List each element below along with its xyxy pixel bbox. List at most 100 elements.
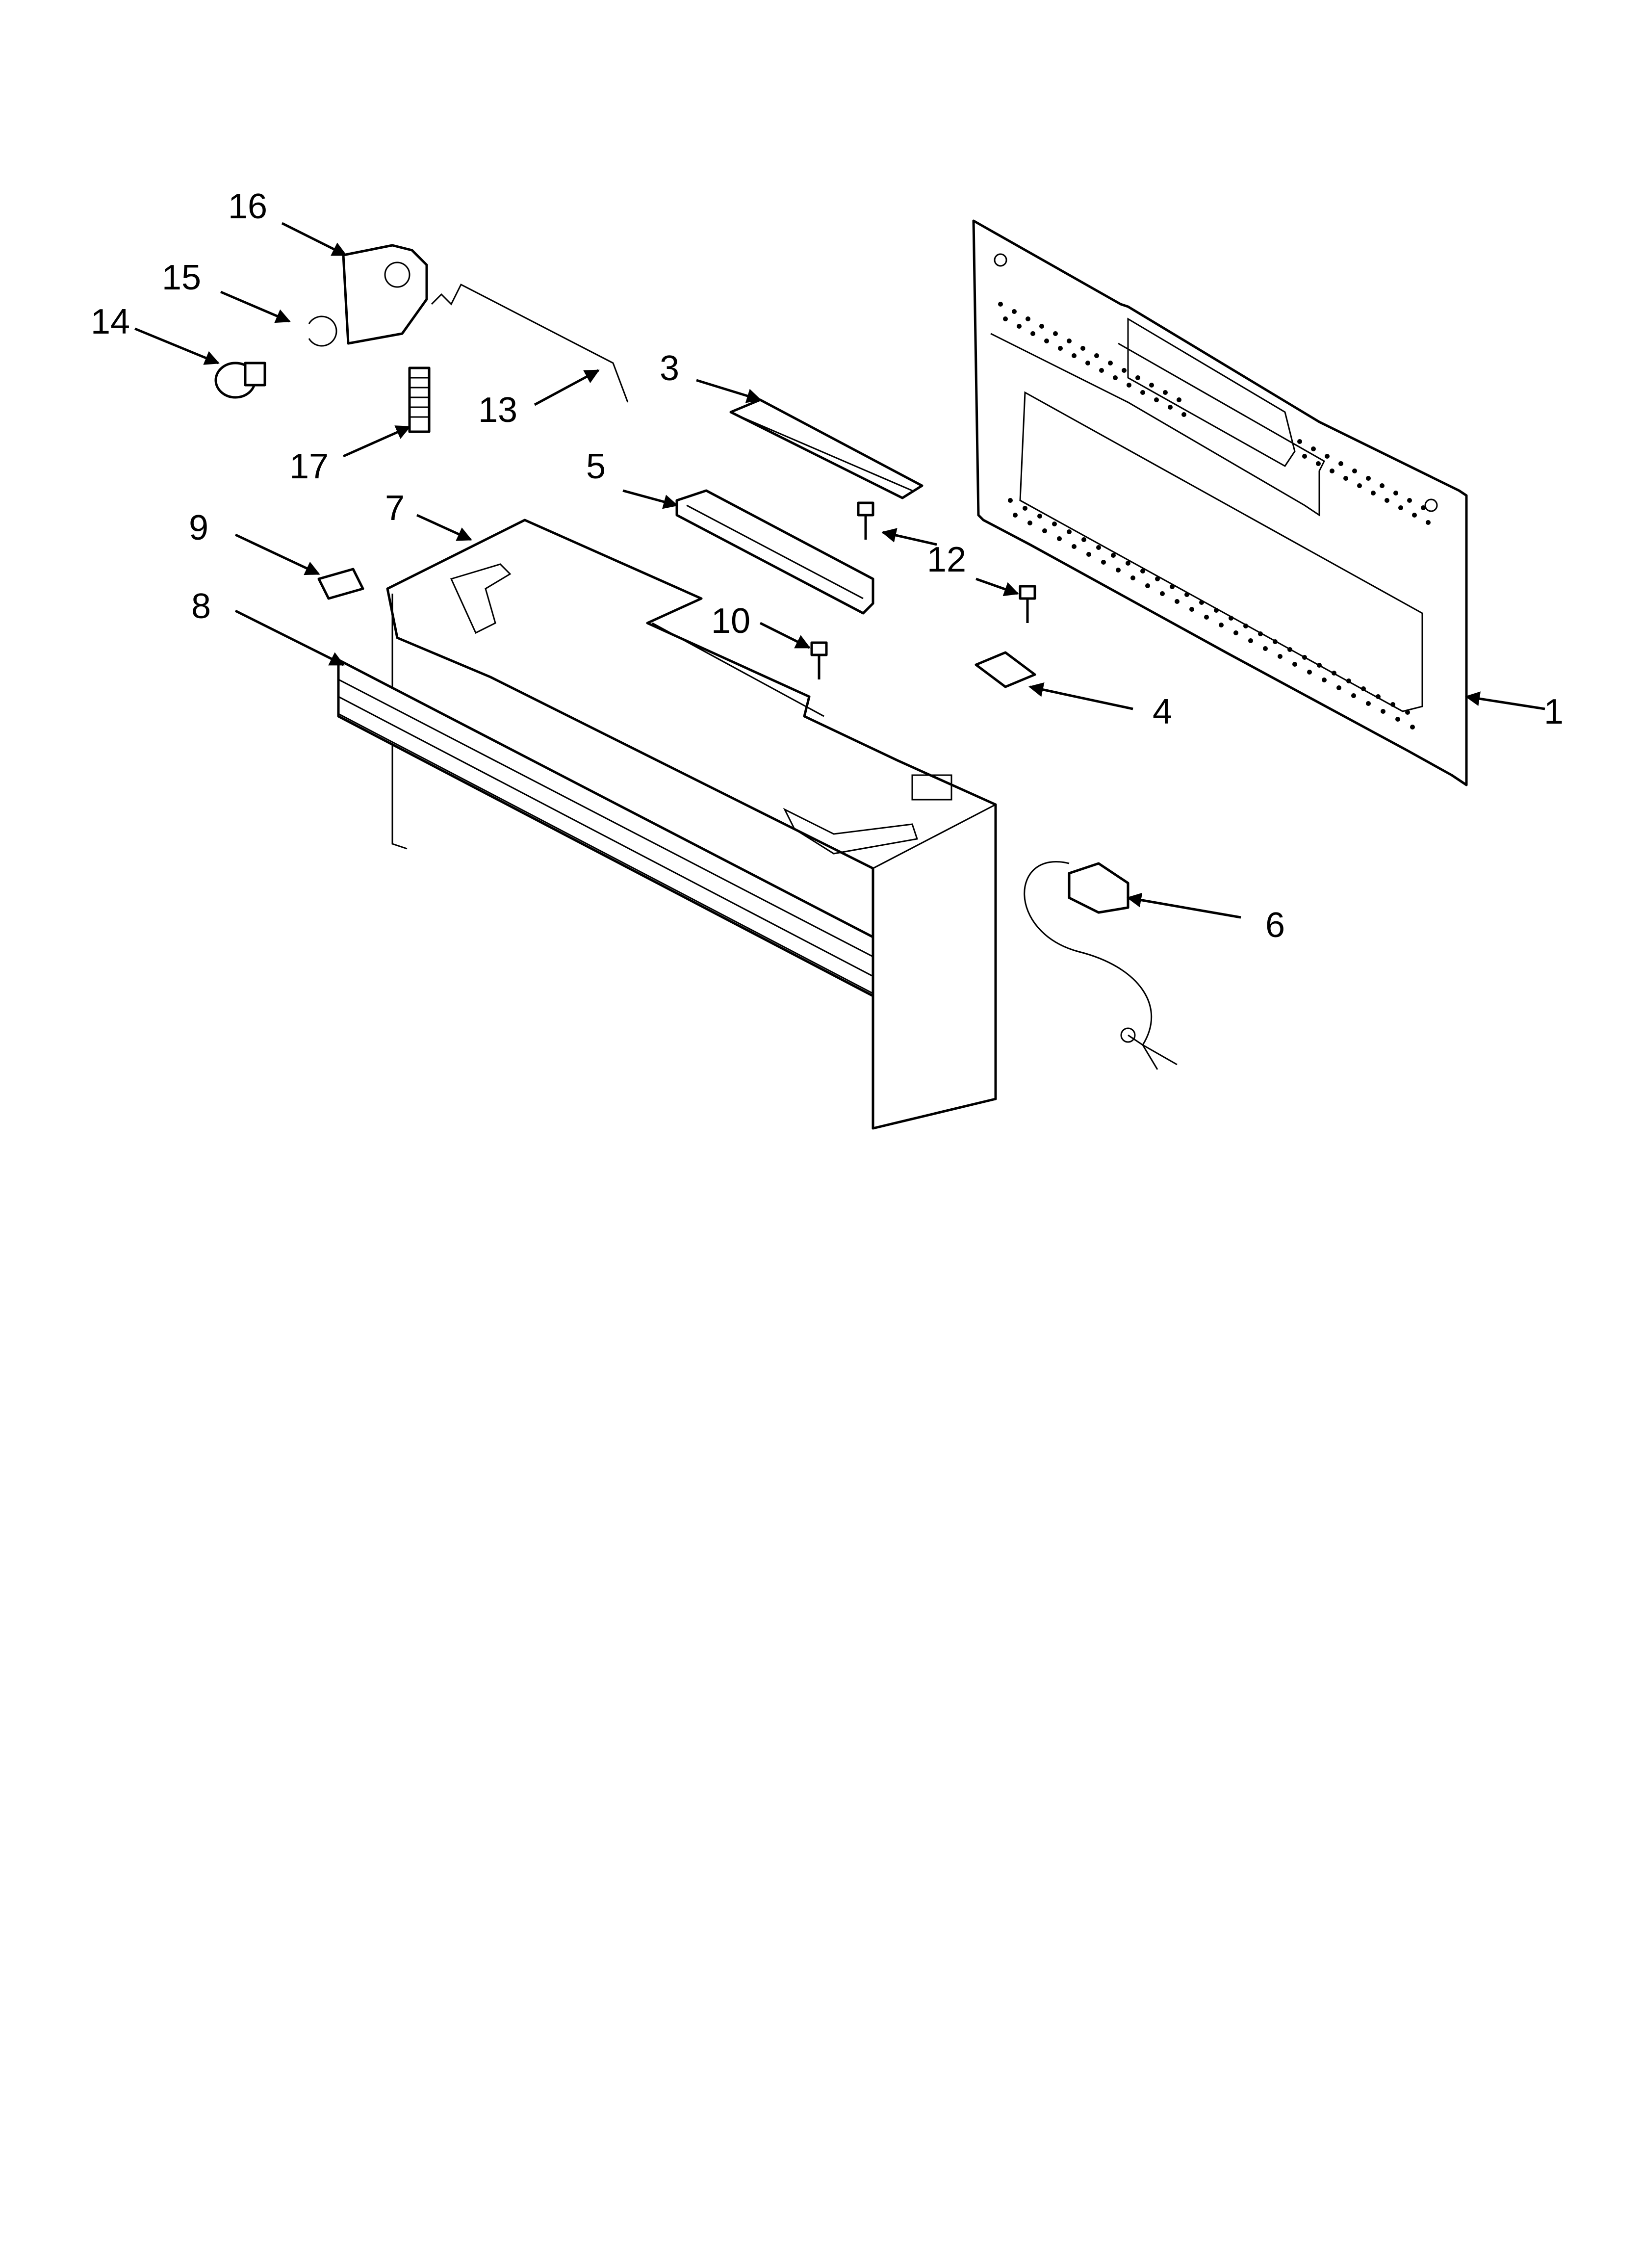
perforation-hole (1053, 331, 1058, 336)
perforation-hole (1322, 678, 1327, 682)
perforation-hole (1003, 316, 1008, 321)
perforation-hole (1332, 671, 1336, 676)
perforation-hole (1175, 599, 1180, 604)
perforation-hole (1398, 505, 1403, 510)
perforation-hole (1330, 469, 1334, 473)
perforation-hole (1380, 483, 1385, 488)
perforation-hole (1111, 553, 1116, 558)
perforation-hole (1080, 346, 1085, 351)
perforation-hole (1214, 608, 1219, 613)
callout-15: 15 (162, 258, 201, 297)
perforation-hole (1067, 529, 1072, 534)
perforation-hole (1160, 591, 1165, 596)
perforation-hole (1058, 346, 1063, 351)
perforation-hole (1072, 544, 1077, 549)
perforation-hole (1012, 309, 1017, 314)
perforation-hole (1229, 616, 1233, 621)
callout-4: 4 (1153, 692, 1172, 731)
perforation-hole (1366, 476, 1371, 481)
perforation-hole (1263, 646, 1268, 651)
perforation-hole (1081, 537, 1086, 542)
perforation-hole (1376, 694, 1381, 699)
perforation-hole (1336, 685, 1341, 690)
perforation-hole (1017, 324, 1022, 329)
part-1-mounting-plate (972, 219, 1468, 786)
perforation-hole (1154, 397, 1159, 402)
perforation-hole (1057, 536, 1062, 541)
perforation-hole (1199, 600, 1204, 605)
perforation-hole (1181, 412, 1186, 417)
callout-13: 13 (478, 391, 517, 430)
perforation-hole (1116, 568, 1121, 573)
perforation-hole (1258, 631, 1263, 636)
perforation-hole (998, 302, 1003, 307)
perforation-hole (1393, 491, 1398, 495)
perforation-hole (1343, 476, 1348, 481)
perforation-hole (1177, 397, 1181, 402)
perforation-hole (1067, 339, 1072, 343)
part-4-small-plate (975, 651, 1036, 688)
perforation-hole (1155, 576, 1160, 581)
perforation-hole (1426, 520, 1431, 525)
callout-3: 3 (660, 349, 679, 388)
perforation-hole (1219, 623, 1224, 627)
perforation-hole (1026, 316, 1030, 321)
perforation-hole (1023, 506, 1027, 511)
perforation-hole (1140, 569, 1145, 574)
callout-17: 17 (289, 447, 329, 486)
perforation-hole (1099, 368, 1104, 373)
perforation-hole (1163, 390, 1168, 395)
perforation-hole (1302, 454, 1307, 459)
part-13-wire-rod (431, 283, 629, 403)
perforation-hole (1072, 353, 1077, 358)
perforation-hole (1168, 405, 1173, 410)
callout-7: 7 (385, 489, 405, 528)
callout-1: 1 (1544, 692, 1564, 731)
perforation-hole (1135, 375, 1140, 380)
perforation-hole (1243, 624, 1248, 628)
perforation-hole (1302, 655, 1307, 660)
perforation-hole (1008, 498, 1013, 503)
callout-16: 16 (228, 187, 267, 226)
perforation-hole (1027, 521, 1032, 525)
part-16-hinge-bracket (342, 244, 428, 345)
perforation-hole (1407, 498, 1412, 503)
part-9-clip (317, 568, 364, 600)
perforation-hole (1113, 375, 1118, 380)
screw-10 (810, 641, 828, 679)
callout-10: 10 (711, 601, 750, 641)
screw-12b (1019, 585, 1036, 623)
perforation-hole (1122, 368, 1127, 373)
perforation-hole (1297, 439, 1302, 444)
perforation-hole (1086, 552, 1091, 557)
perforation-hole (1170, 584, 1175, 589)
perforation-hole (1316, 461, 1321, 466)
part-5-channel-bracket (675, 489, 874, 615)
perforation-hole (1405, 710, 1410, 715)
callout-5: 5 (586, 447, 606, 486)
perforation-hole (1149, 383, 1154, 388)
part-7-cabinet-body (386, 519, 997, 1130)
part-15-c-clip (308, 315, 337, 347)
perforation-hole (1292, 662, 1297, 667)
perforation-hole (1039, 324, 1044, 329)
perforation-hole (1140, 390, 1145, 395)
perforation-hole (1307, 670, 1312, 675)
callout-9: 9 (189, 508, 208, 547)
perforation-hole (1381, 709, 1385, 714)
perforation-hole (1094, 353, 1099, 358)
perforation-hole (1248, 638, 1253, 643)
perforation-hole (1044, 339, 1049, 343)
perforation-hole (1130, 575, 1135, 580)
perforation-hole (1127, 383, 1131, 388)
callout-12: 12 (927, 540, 966, 579)
perforation-hole (1412, 513, 1417, 518)
part-8-front-rails (337, 658, 874, 997)
leader-lines (134, 222, 1545, 919)
perforation-hole (1030, 331, 1035, 336)
part-3-strip (729, 398, 924, 499)
callout-labels: 1 3 4 5 6 7 8 9 10 12 13 14 15 16 17 (91, 187, 1564, 945)
callout-8: 8 (191, 587, 211, 626)
perforation-hole (1013, 513, 1018, 518)
